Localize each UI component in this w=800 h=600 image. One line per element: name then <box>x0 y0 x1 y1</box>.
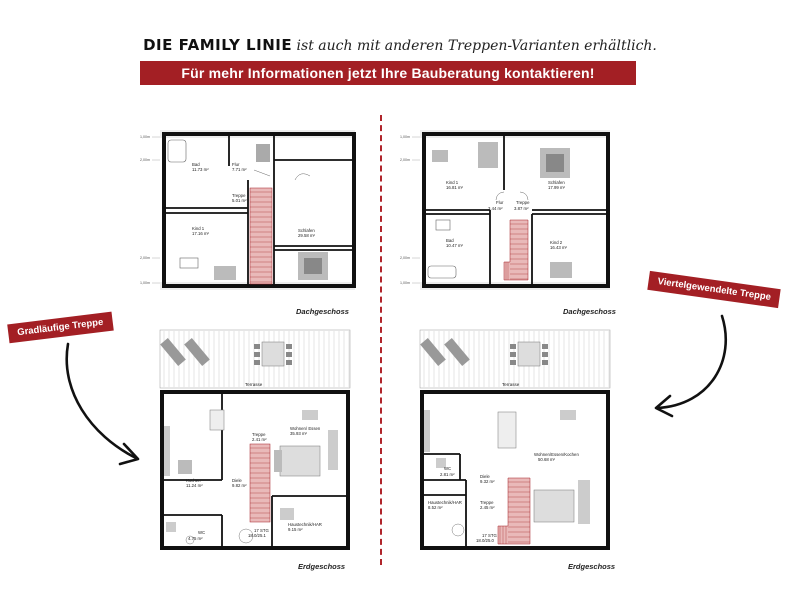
room-name: Treppe <box>252 432 266 437</box>
label-quarter-turn-stair: Viertelgewendelte Treppe <box>647 270 782 309</box>
room-name: Kind 1 <box>192 226 205 231</box>
stair-ratio: 18.0/25.0 <box>476 538 495 543</box>
room-name: Diele <box>232 478 242 483</box>
terrace-label: Terrasse <box>245 382 263 387</box>
level-mark: 2,00m <box>140 158 150 162</box>
room-name: Haustechnik/HAR <box>288 522 322 527</box>
plan-dachgeschoss-right: 1,00m 2,00m 2,00m 1,00m Kind 1 16.81 m² … <box>400 130 610 290</box>
stair-ratio: 18.0/25.1 <box>248 533 267 538</box>
room-name: Flur <box>496 200 504 205</box>
plan-caption: Erdgeschoss <box>568 562 616 571</box>
room-area: 35.93 m² <box>290 431 308 436</box>
room-name: Treppe <box>516 200 530 205</box>
level-mark: 1,00m <box>140 281 150 285</box>
room-area: 17.16 m² <box>192 231 210 236</box>
room-area: 16.81 m² <box>446 185 464 190</box>
terrace-label: Terrasse <box>502 382 520 387</box>
room-name: Treppe <box>232 193 246 198</box>
arrow-right-icon <box>654 314 727 418</box>
plan-erdgeschoss-left: Terrasse Treppe 2.41 m² Wohnen/ Essen 35… <box>159 329 351 550</box>
arrow-left-icon <box>65 342 140 466</box>
room-area: 4.75 m² <box>188 536 203 541</box>
room-area: 11.73 m² <box>192 167 209 172</box>
headline-brand: DIE FAMILY LINIE <box>143 36 293 54</box>
level-mark: 1,00m <box>400 281 410 285</box>
stair-count: 17 STG <box>254 528 269 533</box>
room-area: 9.15 m² <box>288 527 303 532</box>
level-mark: 1,00m <box>140 135 150 139</box>
room-area: 10.47 m² <box>446 243 464 248</box>
room-area: 16.43 m² <box>550 245 568 250</box>
room-name: Bad <box>192 162 200 167</box>
level-mark: 2,00m <box>400 256 410 260</box>
room-area: 2.81 m² <box>440 472 455 477</box>
plan-caption: Erdgeschoss <box>298 562 346 571</box>
room-area: 9.82 m² <box>232 483 247 488</box>
stair-count: 17 STG <box>482 533 497 538</box>
level-mark: 2,00m <box>140 256 150 260</box>
plan-caption: Dachgeschoss <box>563 307 616 316</box>
room-area: 2.45 m² <box>480 505 495 510</box>
room-name: Wohnen/ Essen <box>290 426 321 431</box>
room-name: Kind 1 <box>446 180 459 185</box>
level-mark: 1,00m <box>400 135 410 139</box>
plan-caption: Dachgeschoss <box>296 307 349 316</box>
room-area: 11.24 m² <box>186 483 203 488</box>
room-name: WC <box>198 530 205 535</box>
headline-subtitle: ist auch mit anderen Treppen-Varianten e… <box>296 38 657 54</box>
room-area: 7.71 m² <box>232 167 247 172</box>
plan-erdgeschoss-right: Terrasse Wohnen/Essen/Kochen 50.68 m² WC… <box>419 329 611 550</box>
room-name: Flur <box>232 162 240 167</box>
room-area: 9.32 m² <box>480 479 495 484</box>
room-name: Schlafen <box>548 180 565 185</box>
headline: DIE FAMILY LINIE ist auch mit anderen Tr… <box>0 36 800 55</box>
room-name: Schlafen <box>298 228 315 233</box>
room-area: 3.44 m² <box>488 206 503 211</box>
room-area: 2.41 m² <box>252 437 267 442</box>
plan-dachgeschoss-left: 1,00m 2,00m 2,00m 1,00m Bad 11.73 m² Flu… <box>140 130 356 290</box>
level-mark: 2,00m <box>400 158 410 162</box>
room-name: WC <box>444 466 451 471</box>
contact-banner[interactable]: Für mehr Informationen jetzt Ihre Bauber… <box>140 61 636 85</box>
room-area: 29.58 m² <box>298 233 316 238</box>
room-area: 5.01 m² <box>232 198 247 203</box>
room-area: 8.52 m² <box>428 505 443 510</box>
room-name: Treppe <box>480 500 494 505</box>
label-straight-stair: Gradläufige Treppe <box>7 311 114 344</box>
room-name: Bad <box>446 238 454 243</box>
room-name: Diele <box>480 474 490 479</box>
room-area: 50.68 m² <box>538 457 556 462</box>
room-name: Kochen <box>186 478 201 483</box>
room-name: Haustechnik/HAR <box>428 500 462 505</box>
room-area: 3.87 m² <box>514 206 529 211</box>
room-name: Wohnen/Essen/Kochen <box>534 452 579 457</box>
center-divider <box>380 115 382 565</box>
room-area: 17.99 m² <box>548 185 566 190</box>
room-name: Kind 2 <box>550 240 563 245</box>
